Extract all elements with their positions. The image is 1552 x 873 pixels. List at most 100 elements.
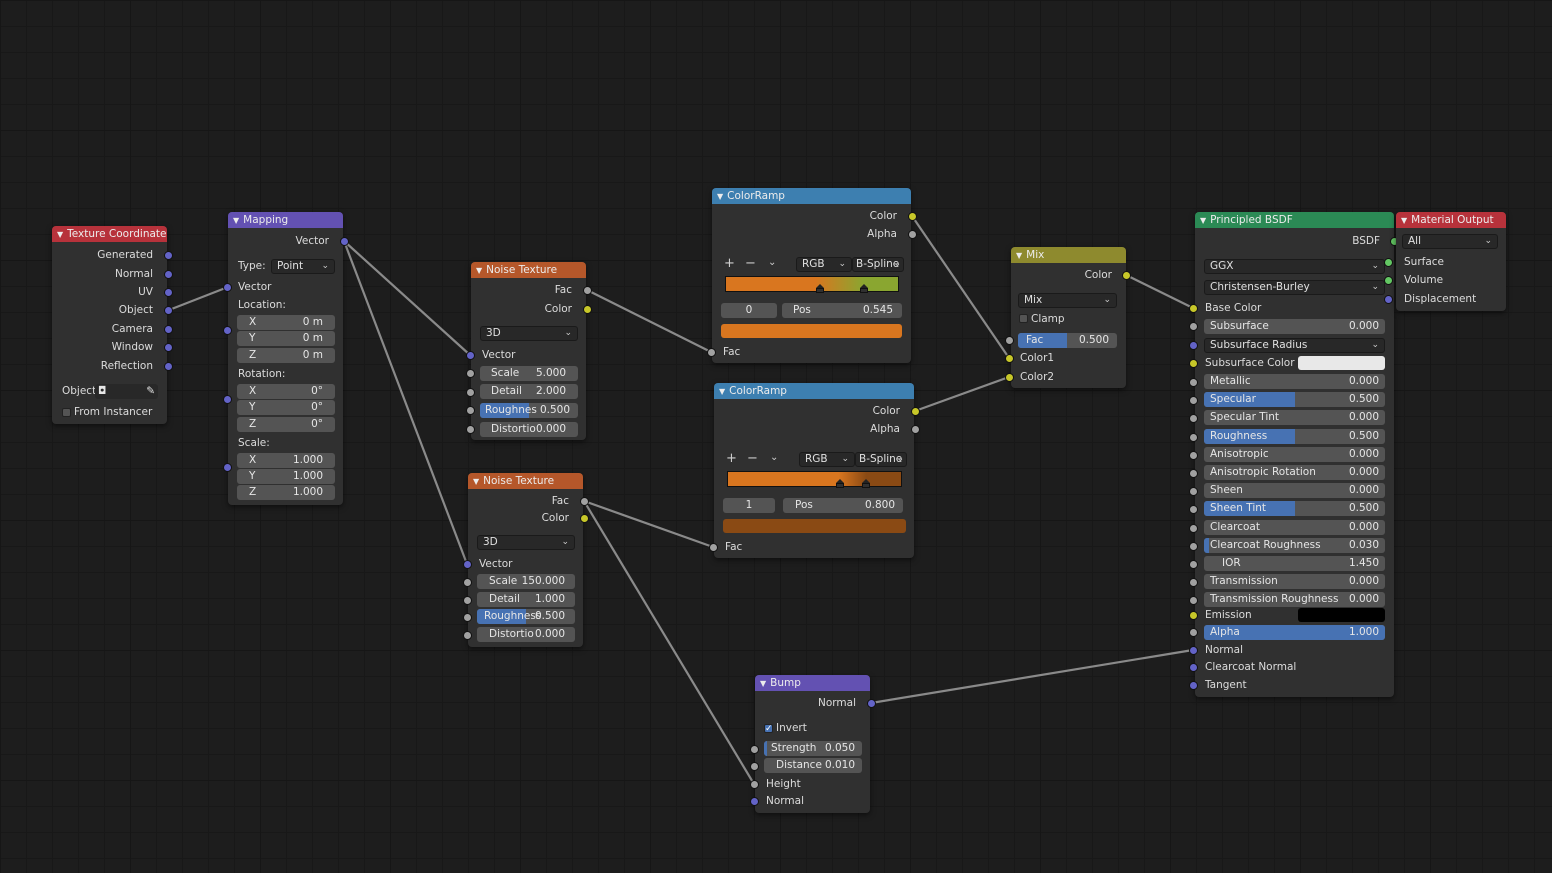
collapse-triangle-icon[interactable]: ▼ bbox=[760, 679, 767, 688]
socket-noise2-fac[interactable] bbox=[580, 497, 589, 506]
socket-bump-distance[interactable] bbox=[750, 762, 759, 771]
socket-object[interactable] bbox=[164, 306, 173, 315]
stop-index-field[interactable]: 1 bbox=[723, 498, 775, 513]
plus-icon[interactable]: + bbox=[726, 451, 737, 466]
node-texture-coordinate[interactable]: ▼Texture Coordinate Generated Normal UV … bbox=[52, 226, 167, 424]
socket-mix-color2[interactable] bbox=[1005, 373, 1014, 382]
distribution-dropdown[interactable]: GGX⌄ bbox=[1204, 259, 1385, 274]
socket-transmission[interactable] bbox=[1189, 578, 1198, 587]
socket-emission[interactable] bbox=[1189, 611, 1198, 620]
clamp-checkbox[interactable] bbox=[1019, 314, 1028, 323]
socket-clearcoat-normal[interactable] bbox=[1189, 663, 1198, 672]
socket-noise2-detail[interactable] bbox=[463, 596, 472, 605]
collapse-triangle-icon[interactable]: ▼ bbox=[473, 477, 480, 486]
from-instancer-checkbox[interactable] bbox=[62, 408, 71, 417]
socket-sheen-tint[interactable] bbox=[1189, 505, 1198, 514]
socket-mapping-rotation[interactable] bbox=[223, 395, 232, 404]
socket-noise2-scale[interactable] bbox=[463, 578, 472, 587]
socket-surface[interactable] bbox=[1384, 258, 1393, 267]
socket-window[interactable] bbox=[164, 343, 173, 352]
socket-mix-color-out[interactable] bbox=[1122, 271, 1131, 280]
socket-mix-color1[interactable] bbox=[1005, 354, 1014, 363]
socket-noise1-color[interactable] bbox=[583, 305, 592, 314]
ramp-stop-marker[interactable] bbox=[836, 479, 844, 488]
socket-normal[interactable] bbox=[164, 270, 173, 279]
socket-roughness[interactable] bbox=[1189, 433, 1198, 442]
socket-noise2-distortion[interactable] bbox=[463, 631, 472, 640]
node-header[interactable]: ▼ColorRamp bbox=[712, 188, 911, 204]
socket-subsurface-color[interactable] bbox=[1189, 359, 1198, 368]
socket-base-color[interactable] bbox=[1189, 304, 1198, 313]
ramp-stop-marker-active[interactable] bbox=[860, 284, 868, 293]
socket-ramp2-fac[interactable] bbox=[709, 543, 718, 552]
node-header[interactable]: ▼Principled BSDF bbox=[1195, 212, 1394, 228]
socket-subsurface-radius[interactable] bbox=[1189, 341, 1198, 350]
socket-subsurface[interactable] bbox=[1189, 322, 1198, 331]
socket-bump-normal-in[interactable] bbox=[750, 797, 759, 806]
dimensions-dropdown[interactable]: 3D⌄ bbox=[480, 326, 578, 341]
node-material-output[interactable]: ▼Material Output All⌄ Surface Volume Dis… bbox=[1396, 212, 1506, 311]
color-ramp-gradient[interactable] bbox=[725, 276, 899, 292]
node-noise-texture-1[interactable]: ▼Noise Texture Fac Color 3D⌄ Vector Scal… bbox=[471, 262, 586, 440]
socket-noise2-vector[interactable] bbox=[463, 560, 472, 569]
type-dropdown[interactable]: Point⌄ bbox=[271, 259, 335, 274]
node-header[interactable]: ▼Noise Texture bbox=[468, 473, 583, 489]
node-colorramp-2[interactable]: ▼ColorRamp Color Alpha + − ⌄ RGB⌄ B-Spli… bbox=[714, 383, 914, 558]
socket-noise1-fac[interactable] bbox=[583, 286, 592, 295]
node-header[interactable]: ▼Texture Coordinate bbox=[52, 226, 167, 242]
socket-ramp1-fac[interactable] bbox=[707, 348, 716, 357]
chevron-down-icon[interactable]: ⌄ bbox=[768, 257, 777, 268]
socket-bump-height[interactable] bbox=[750, 780, 759, 789]
socket-tangent[interactable] bbox=[1189, 681, 1198, 690]
minus-icon[interactable]: − bbox=[747, 451, 758, 466]
emission-color-swatch[interactable] bbox=[1298, 608, 1385, 622]
subsurface-radius-dropdown[interactable]: Subsurface Radius⌄ bbox=[1204, 338, 1385, 353]
socket-mapping-in-vector[interactable] bbox=[223, 283, 232, 292]
socket-noise2-roughness[interactable] bbox=[463, 613, 472, 622]
socket-volume[interactable] bbox=[1384, 276, 1393, 285]
socket-mapping-location[interactable] bbox=[223, 326, 232, 335]
node-header[interactable]: ▼Noise Texture bbox=[471, 262, 586, 278]
socket-generated[interactable] bbox=[164, 251, 173, 260]
node-header[interactable]: ▼Mapping bbox=[228, 212, 343, 228]
socket-noise1-distortion[interactable] bbox=[466, 425, 475, 434]
minus-icon[interactable]: − bbox=[745, 256, 756, 271]
node-mapping[interactable]: ▼Mapping Vector Type: Point⌄ Vector Loca… bbox=[228, 212, 343, 505]
socket-bump-normal-out[interactable] bbox=[867, 699, 876, 708]
eyedropper-icon[interactable]: ✎ bbox=[146, 385, 155, 397]
collapse-triangle-icon[interactable]: ▼ bbox=[57, 230, 64, 239]
collapse-triangle-icon[interactable]: ▼ bbox=[476, 266, 483, 275]
socket-noise1-scale[interactable] bbox=[466, 369, 475, 378]
object-picker[interactable]: ◘ ✎ bbox=[95, 384, 158, 399]
collapse-triangle-icon[interactable]: ▼ bbox=[233, 216, 240, 225]
color-mode-dropdown[interactable]: RGB⌄ bbox=[796, 257, 852, 272]
node-header[interactable]: ▼Mix bbox=[1011, 247, 1126, 263]
node-principled-bsdf[interactable]: ▼Principled BSDF BSDF GGX⌄ Christensen-B… bbox=[1195, 212, 1394, 697]
target-dropdown[interactable]: All⌄ bbox=[1402, 234, 1498, 249]
socket-reflection[interactable] bbox=[164, 362, 173, 371]
